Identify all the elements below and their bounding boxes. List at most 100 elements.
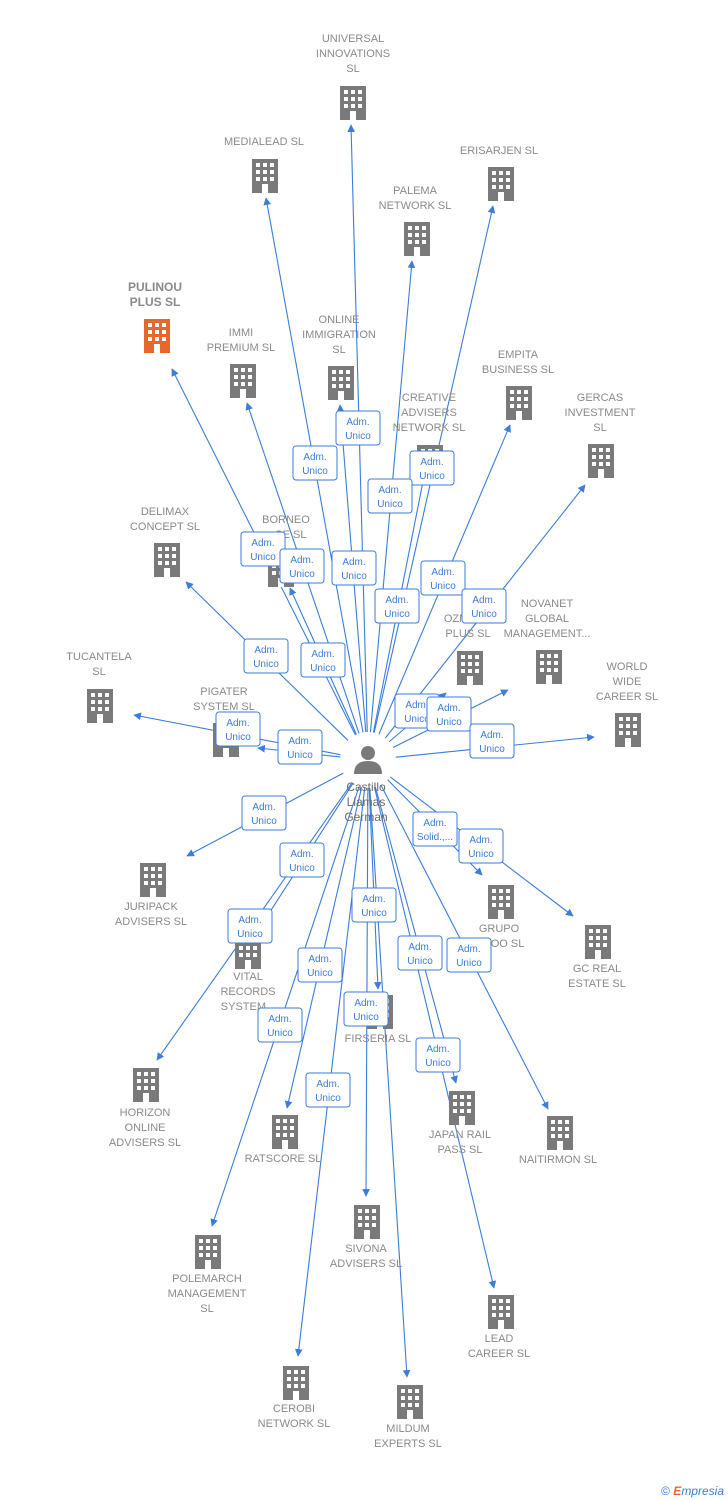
company-node-firseria[interactable]: FIRSERIA SL xyxy=(345,995,412,1045)
company-label-line: ADVISERS SL xyxy=(109,1137,181,1149)
edge-role-text: Unico xyxy=(302,466,328,477)
building-icon xyxy=(230,364,256,398)
company-label-line: MEDIALEAD SL xyxy=(224,136,304,148)
edge-role-text: Adm. xyxy=(385,595,408,606)
company-label-line: INNOVATIONS xyxy=(316,48,390,60)
company-node-erisarjen[interactable]: ERISARJEN SL xyxy=(460,145,538,201)
edge-role-label[interactable]: Adm.Unico xyxy=(426,696,472,732)
edge-role-label[interactable]: Adm.Unico xyxy=(300,642,346,678)
edge-role-label[interactable]: Adm.Solid.,... xyxy=(412,811,458,847)
edge-role-label[interactable]: Adm.Unico xyxy=(305,1072,351,1108)
company-label-line: GRUPO xyxy=(479,923,520,935)
edge-role-label[interactable]: Adm.Unico xyxy=(279,548,325,584)
building-icon xyxy=(547,1116,573,1150)
edge-role-label[interactable]: Adm.Unico xyxy=(292,445,338,481)
company-label-line: BUSINESS SL xyxy=(482,364,554,376)
edge-role-label[interactable]: Adm.Unico xyxy=(277,729,323,765)
edge-role-text: Unico xyxy=(315,1093,341,1104)
edge-role-label[interactable]: Adm.Unico xyxy=(335,410,381,446)
company-label-line: NETWORK SL xyxy=(379,200,452,212)
edge-role-text: Unico xyxy=(456,958,482,969)
edge-role-label[interactable]: Adm.Unico xyxy=(343,991,389,1027)
building-icon xyxy=(283,1366,309,1400)
company-label-line: FIRSERIA SL xyxy=(345,1033,412,1045)
company-node-medialead[interactable]: MEDIALEAD SL xyxy=(224,136,304,193)
edge-role-label[interactable]: Adm.Unico xyxy=(461,588,507,624)
edge-role-label[interactable]: Adm.Unico xyxy=(415,1037,461,1073)
edge-labels-layer: Adm.UnicoAdm.UnicoAdm.UnicoAdm.UnicoAdm.… xyxy=(215,410,515,1108)
edge-role-label[interactable]: Adm.Unico xyxy=(374,588,420,624)
edge-role-text: Adm. xyxy=(480,730,503,741)
company-label-line: CONCEPT SL xyxy=(130,521,200,533)
edge-role-text: Adm. xyxy=(226,718,249,729)
edge-role-text: Unico xyxy=(407,956,433,967)
edge-role-text: Adm. xyxy=(437,703,460,714)
edge-role-label[interactable]: Adm.Unico xyxy=(331,550,377,586)
edge-role-text: Adm. xyxy=(405,700,428,711)
edge-role-label[interactable]: Adm.Unico xyxy=(257,1007,303,1043)
edge-role-label[interactable]: Adm.Unico xyxy=(469,723,515,759)
company-node-ratscore[interactable]: RATSCORE SL xyxy=(245,1115,322,1165)
edge-role-label[interactable]: Adm.Unico xyxy=(227,908,273,944)
edge-role-label[interactable]: Adm.Unico xyxy=(297,947,343,983)
building-icon xyxy=(144,319,170,353)
company-label-line: CREATIVE xyxy=(402,392,456,404)
edge-role-label[interactable]: Adm.Unico xyxy=(458,828,504,864)
building-icon xyxy=(615,713,641,747)
company-node-novanet[interactable]: NOVANETGLOBALMANAGEMENT... xyxy=(504,598,591,684)
edge-role-label[interactable]: Adm.Unico xyxy=(279,842,325,878)
company-node-naitirmon[interactable]: NAITIRMON SL xyxy=(519,1116,597,1166)
company-node-ozmone[interactable]: OZMONEPLUS SL xyxy=(444,613,492,685)
company-node-vital[interactable]: VITALRECORDSSYSTEM... xyxy=(220,935,276,1013)
building-icon xyxy=(340,86,366,120)
company-label-line: BORNEO xyxy=(262,514,310,526)
company-label-line: POLEMARCH xyxy=(172,1273,242,1285)
company-label-line: ERISARJEN SL xyxy=(460,145,538,157)
edge-role-label[interactable]: Adm.Unico xyxy=(215,711,261,747)
building-icon xyxy=(354,1205,380,1239)
edge-role-label[interactable]: Adm.Unico xyxy=(446,937,492,973)
footer-brand[interactable]: © Empresia xyxy=(661,1484,724,1498)
edge-role-text: Unico xyxy=(251,816,277,827)
edge-role-text: Adm. xyxy=(378,485,401,496)
edge-role-label[interactable]: Adm.Unico xyxy=(420,560,466,596)
edge-role-text: Adm. xyxy=(252,802,275,813)
edge-role-label[interactable]: Adm.Unico xyxy=(351,887,397,923)
edge-role-label[interactable]: Adm.Unico xyxy=(397,935,443,971)
company-label-line: MANAGEMENT... xyxy=(504,628,591,640)
edge-role-label[interactable]: Adm. Unico xyxy=(241,795,287,831)
edge-role-label[interactable]: Adm.Unico xyxy=(367,478,413,514)
building-icon xyxy=(397,1385,423,1419)
edge-role-label[interactable]: Adm.Unico xyxy=(243,638,289,674)
edge-role-text: Unico xyxy=(353,1012,379,1023)
person-name-line: German xyxy=(344,810,387,824)
edge-role-label[interactable]: Adm.Unico xyxy=(240,531,286,567)
company-label-line: VITAL xyxy=(233,971,263,983)
edge-role-text: Unico xyxy=(287,750,313,761)
company-label-line: ONLINE xyxy=(125,1122,166,1134)
edge-role-label[interactable]: Adm.Unico xyxy=(409,450,455,486)
